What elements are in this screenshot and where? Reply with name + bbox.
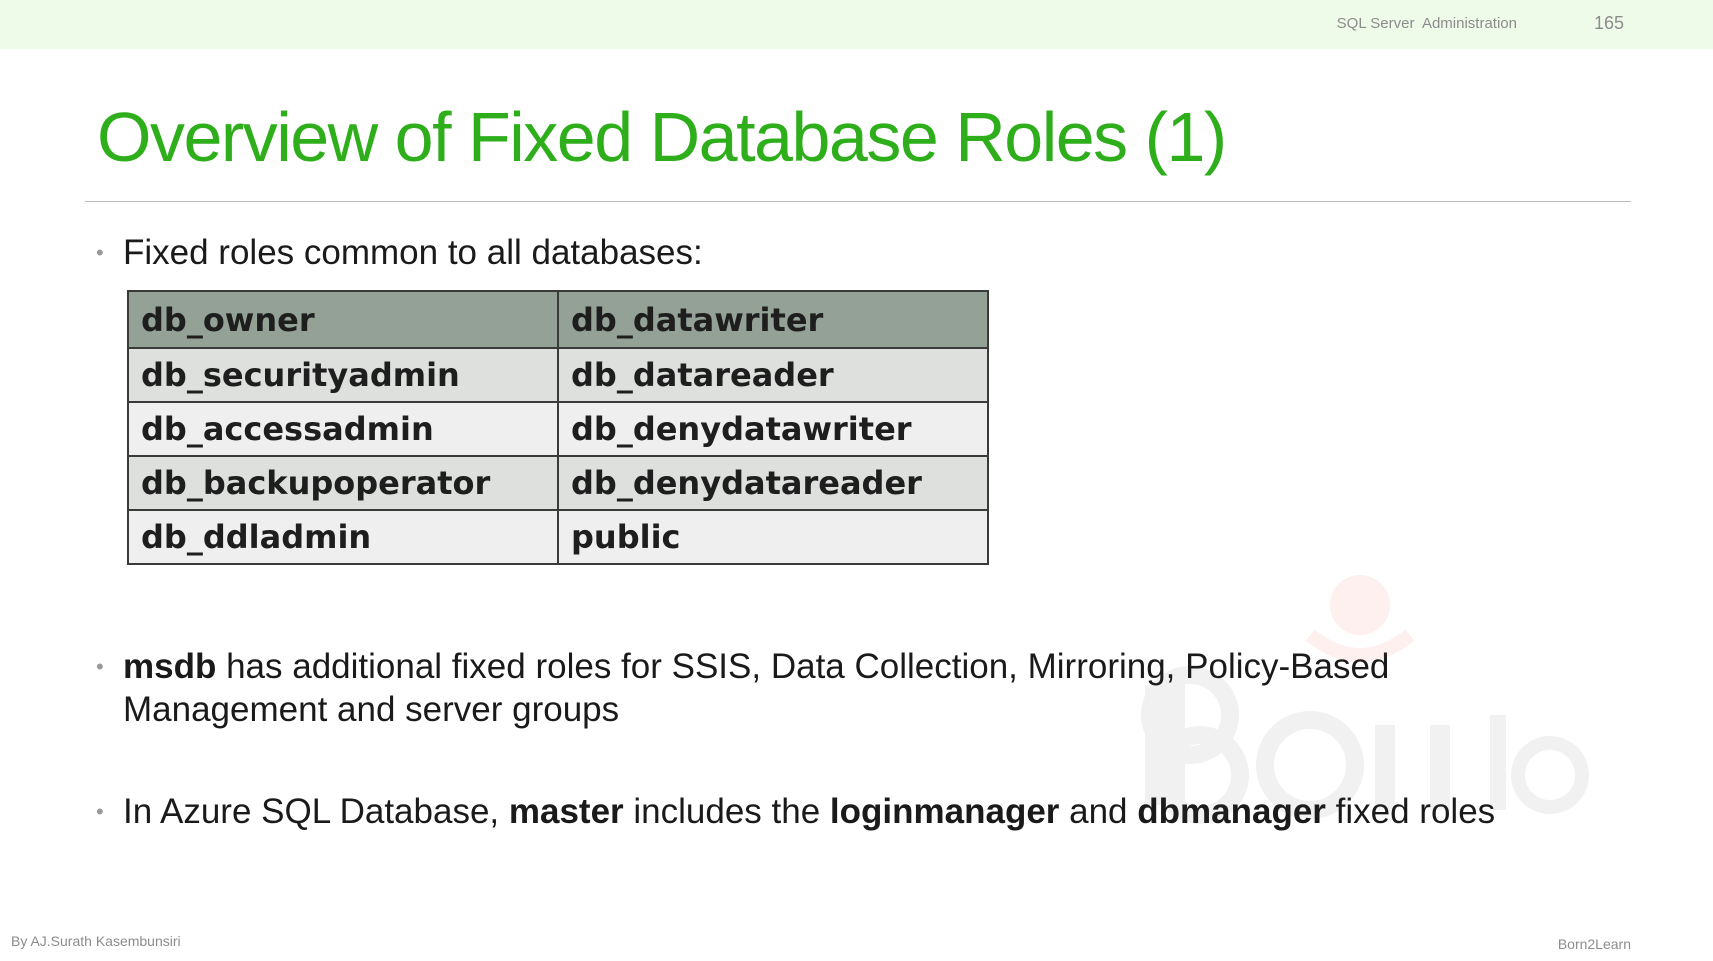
text-run: fixed roles: [1325, 792, 1496, 831]
text-run: includes the: [623, 792, 830, 831]
bullet-azure: • In Azure SQL Database, master includes…: [96, 790, 1596, 833]
header-bar: SQL Server Administration 165: [0, 0, 1713, 49]
title-divider: [85, 201, 1631, 202]
bullet-dot-icon: •: [96, 240, 104, 265]
dbmanager-term: dbmanager: [1137, 792, 1326, 831]
table-cell: db_ddladmin: [127, 509, 559, 565]
msdb-term: msdb: [123, 647, 217, 686]
table-row: db_backupoperator db_denydatareader: [127, 455, 989, 511]
bullet-dot-icon: •: [96, 799, 104, 824]
table-cell: db_securityadmin: [127, 347, 559, 403]
page-number: 165: [1593, 13, 1624, 33]
master-term: master: [508, 792, 624, 831]
bullet-msdb: • msdb has additional fixed roles for SS…: [96, 645, 1516, 731]
slide-title: Overview of Fixed Database Roles (1): [97, 98, 1227, 176]
table-cell: db_denydatawriter: [557, 401, 989, 457]
brand-name: Born2Learn: [1557, 936, 1631, 952]
table-cell: db_datareader: [557, 347, 989, 403]
text-run: In Azure SQL Database,: [123, 792, 509, 831]
bullet-dot-icon: •: [96, 654, 104, 679]
bullet-text: In Azure SQL Database, master includes t…: [123, 790, 1596, 833]
bullet-text: Fixed roles common to all databases:: [123, 233, 703, 272]
loginmanager-term: loginmanager: [829, 792, 1060, 831]
bullet-body: has additional fixed roles for SSIS, Dat…: [123, 647, 1390, 729]
bullet-text: msdb has additional fixed roles for SSIS…: [123, 645, 1516, 731]
table-cell: db_owner: [127, 290, 559, 349]
table-row: db_ddladmin public: [127, 509, 989, 565]
table-cell: public: [557, 509, 989, 565]
table-cell: db_datawriter: [557, 290, 989, 349]
author-credit: By AJ.Surath Kasembunsiri: [11, 933, 181, 949]
text-run: and: [1059, 792, 1138, 831]
table-cell: db_backupoperator: [127, 455, 559, 511]
table-cell: db_denydatareader: [557, 455, 989, 511]
table-row: db_accessadmin db_denydatawriter: [127, 401, 989, 457]
table-row: db_owner db_datawriter: [127, 290, 989, 349]
course-title: SQL Server Administration: [1336, 15, 1517, 32]
bullet-fixed-roles: • Fixed roles common to all databases:: [96, 231, 703, 274]
table-cell: db_accessadmin: [127, 401, 559, 457]
fixed-roles-table: db_owner db_datawriter db_securityadmin …: [127, 290, 989, 565]
table-row: db_securityadmin db_datareader: [127, 347, 989, 403]
